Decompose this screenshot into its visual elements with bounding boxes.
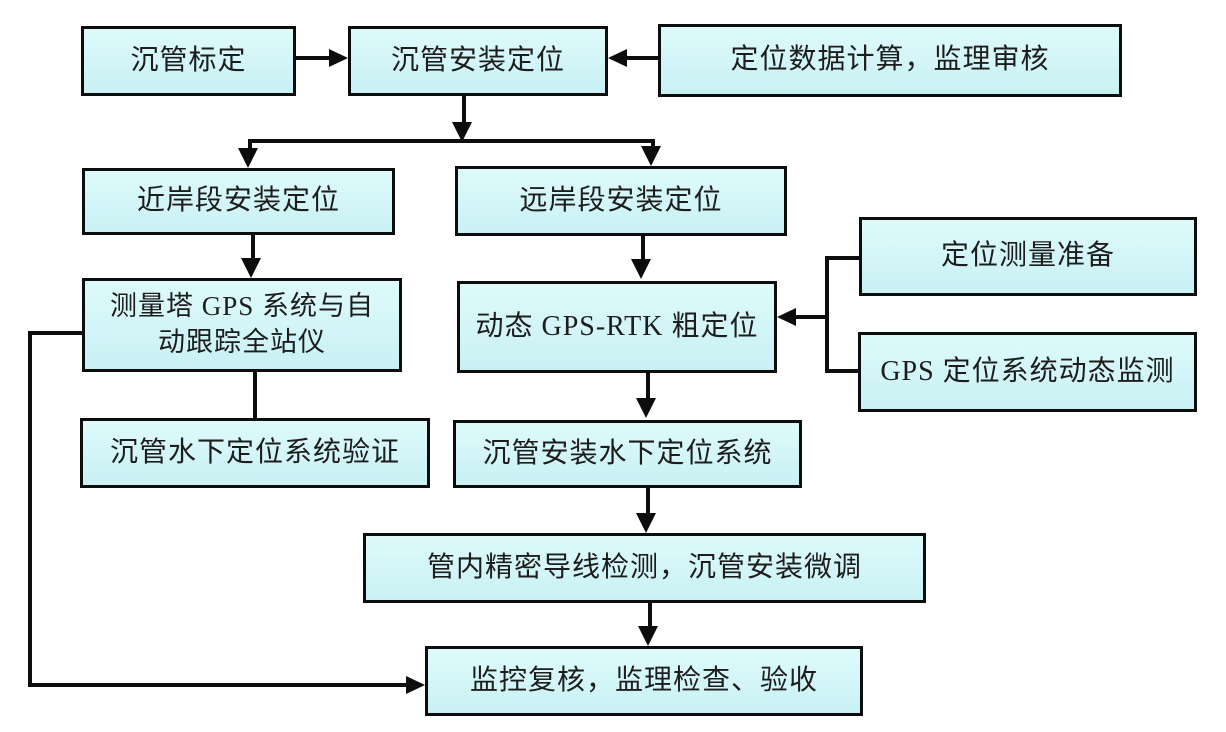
connector-bracket-vertical [825, 256, 829, 373]
connector-traverse-to-final-line [648, 603, 652, 627]
arrowhead-underwater-to-traverse [636, 513, 656, 533]
node-tower-gps-line2: 动跟踪全站仪 [158, 327, 326, 357]
arrowhead-offshore-to-rtk [631, 259, 651, 279]
node-data-calc-review: 定位数据计算，监理审核 [658, 24, 1122, 97]
connector-install-down-line [462, 96, 466, 126]
connector-underwater-to-traverse-line [646, 488, 650, 514]
connector-rtk-to-underwater-line [646, 373, 650, 400]
connector-bracket-top-stub [825, 256, 859, 260]
arrowhead-rtk-to-underwater [636, 398, 656, 418]
node-survey-preparation: 定位测量准备 [859, 217, 1197, 296]
node-gps-dynamic-monitoring: GPS 定位系统动态监测 [858, 332, 1197, 412]
node-tower-gps-line1: 测量塔 GPS 系统与自 [109, 291, 375, 322]
node-install-positioning: 沉管安装定位 [348, 26, 608, 96]
node-in-pipe-traverse: 管内精密导线检测，沉管安装微调 [363, 533, 926, 603]
arrowhead-branch-to-nearshore [238, 148, 258, 168]
connector-feedback-top-line [28, 331, 82, 335]
connector-tower-to-verification-line [253, 372, 257, 418]
node-final-review: 监控复核，监理检查、验收 [425, 646, 863, 716]
arrowhead-datacalc-to-install [608, 49, 627, 67]
connector-branch-right-stub [651, 139, 655, 151]
connector-branch-left-stub [248, 139, 252, 151]
node-underwater-positioning-system: 沉管安装水下定位系统 [453, 420, 802, 488]
node-tower-gps-total-station: 测量塔 GPS 系统与自 动跟踪全站仪 [82, 278, 402, 372]
connector-bracket-to-rtk-line [796, 315, 829, 319]
node-underwater-verification: 沉管水下定位系统验证 [80, 418, 430, 488]
arrowhead-calibration-to-install [329, 49, 348, 67]
arrowhead-feedback-to-final [406, 676, 425, 694]
connector-calibration-to-install-line [296, 56, 330, 60]
connector-branch-horizontal [248, 139, 655, 143]
arrowhead-nearshore-to-tower [241, 258, 261, 278]
node-offshore-positioning: 远岸段安装定位 [455, 166, 787, 236]
arrowhead-branch-to-offshore [641, 146, 661, 166]
node-tower-gps-text: 测量塔 GPS 系统与自 动跟踪全站仪 [110, 289, 374, 360]
connector-offshore-to-rtk-line [641, 236, 645, 261]
arrowhead-bracket-to-rtk [777, 308, 796, 326]
node-gps-rtk-rough: 动态 GPS-RTK 粗定位 [457, 281, 777, 373]
connector-datacalc-to-install-line [626, 56, 658, 60]
connector-nearshore-to-tower-line [251, 235, 255, 260]
connector-bracket-bottom-stub [825, 369, 858, 373]
connector-feedback-bottom-line [28, 683, 407, 687]
connector-feedback-vertical [28, 331, 32, 687]
node-calibration: 沉管标定 [81, 26, 296, 96]
arrowhead-traverse-to-final [638, 626, 658, 646]
node-nearshore-positioning: 近岸段安装定位 [82, 168, 395, 235]
arrowhead-install-down [452, 122, 472, 142]
